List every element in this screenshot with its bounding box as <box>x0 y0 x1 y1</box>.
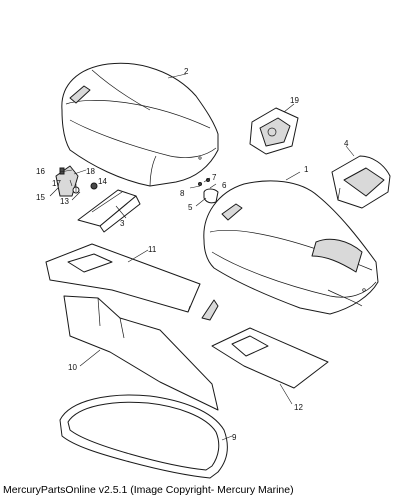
parts-5-8-clip[interactable] <box>198 178 219 204</box>
callout-16: 16 <box>36 167 45 176</box>
part-11-seal-plate[interactable] <box>45 243 201 313</box>
callout-18: 18 <box>86 167 95 176</box>
part-12-seal-plate[interactable] <box>211 327 329 389</box>
callout-10: 10 <box>68 363 77 372</box>
callout-labels: 2 1 4 19 3 16 18 17 14 15 13 7 6 8 5 11 … <box>36 67 349 442</box>
part-2-upper-cowl[interactable] <box>61 62 219 187</box>
callout-5: 5 <box>188 203 193 212</box>
part-3-bracket[interactable] <box>77 189 141 233</box>
callout-2: 2 <box>184 67 189 76</box>
callout-4: 4 <box>344 139 349 148</box>
part-1-lower-cowl[interactable] <box>203 180 379 315</box>
part-4-cover[interactable] <box>331 155 391 209</box>
callout-1: 1 <box>304 165 309 174</box>
leader-lines <box>49 73 355 441</box>
callout-17: 17 <box>52 179 61 188</box>
callout-3: 3 <box>120 219 125 228</box>
callout-9: 9 <box>232 433 237 442</box>
callout-11: 11 <box>148 245 157 254</box>
callout-7: 7 <box>212 173 217 182</box>
part-19-plate[interactable] <box>249 107 299 155</box>
callout-14: 14 <box>98 177 107 186</box>
callout-13: 13 <box>60 197 69 206</box>
callout-15: 15 <box>36 193 45 202</box>
part-9-ring-seal[interactable] <box>59 394 228 479</box>
copyright-footer: MercuryPartsOnline v2.5.1 (Image Copyrig… <box>3 484 294 496</box>
callout-19: 19 <box>290 96 299 105</box>
part-10-side-panel[interactable] <box>63 295 219 411</box>
callout-8: 8 <box>180 189 185 198</box>
callout-6: 6 <box>222 181 227 190</box>
callout-12: 12 <box>294 403 303 412</box>
parts-13-18-hardware[interactable] <box>55 165 98 197</box>
